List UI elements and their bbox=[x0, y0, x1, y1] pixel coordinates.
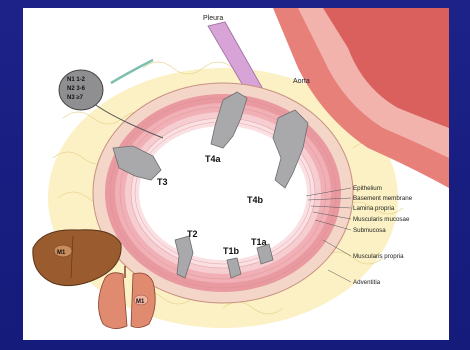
esophageal-staging-diagram: Aorta Pleura bbox=[23, 8, 449, 340]
label-t2: T2 bbox=[187, 229, 198, 239]
label-t4b: T4b bbox=[247, 195, 264, 205]
liver-m1-label: M1 bbox=[57, 250, 66, 256]
layer-muscularis-propria: Muscularis propria bbox=[353, 253, 404, 260]
layer-basement-membrane: Basement membrane bbox=[353, 195, 413, 202]
label-t4a: T4a bbox=[205, 154, 222, 164]
label-t1a: T1a bbox=[251, 237, 268, 247]
layer-lamina-propria: Lamina propria bbox=[353, 205, 395, 212]
node-stage-n3: N3 ≥7 bbox=[67, 95, 84, 101]
layer-epithelium: Epithelium bbox=[353, 185, 382, 192]
aorta-label: Aorta bbox=[293, 78, 310, 85]
diagram-panel: Aorta Pleura bbox=[23, 8, 449, 340]
layer-adventitia: Adventitia bbox=[353, 279, 381, 286]
label-t3: T3 bbox=[157, 177, 168, 187]
layer-muscularis-mucosae: Muscularis mucosae bbox=[353, 216, 410, 223]
node-stage-n1: N1 1-2 bbox=[67, 77, 86, 83]
layer-submucosa: Submucosa bbox=[353, 227, 386, 234]
pleura-label: Pleura bbox=[203, 15, 223, 22]
node-stage-n2: N2 3-6 bbox=[67, 86, 86, 92]
label-t1b: T1b bbox=[223, 246, 240, 256]
lung-m1-label: M1 bbox=[136, 299, 145, 305]
